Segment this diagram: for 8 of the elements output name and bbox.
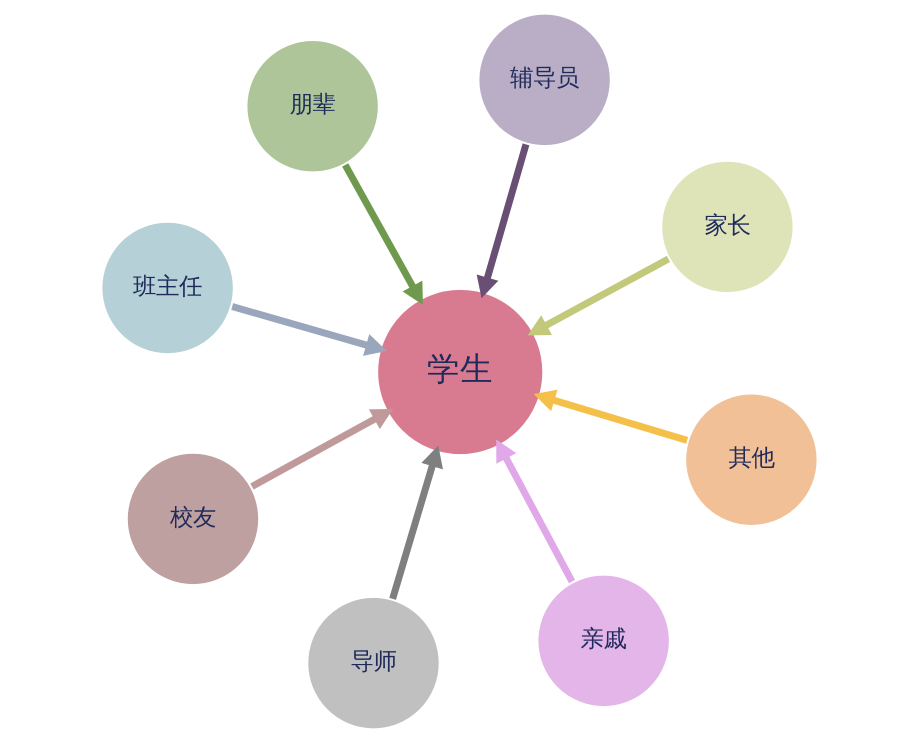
arrow (496, 439, 576, 584)
arrow (342, 163, 423, 305)
arrow (534, 390, 688, 444)
arrow (389, 446, 443, 600)
arrow (231, 303, 387, 356)
arrow (250, 408, 394, 490)
arrow (476, 143, 530, 298)
arrow (528, 256, 670, 336)
